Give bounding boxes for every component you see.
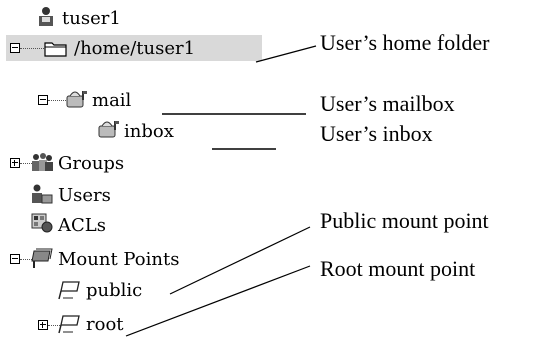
tree-item-label: public bbox=[86, 280, 143, 301]
tree-item-label: tuser1 bbox=[62, 8, 121, 29]
tree-item-label: /home/tuser1 bbox=[74, 38, 196, 59]
users-icon bbox=[32, 184, 53, 204]
tree-connector bbox=[20, 48, 46, 50]
user-icon bbox=[39, 7, 53, 26]
root-mount-leader-line bbox=[125, 265, 311, 337]
tree-item-label: inbox bbox=[124, 121, 174, 142]
groups-icon bbox=[32, 153, 53, 171]
folder-icon bbox=[44, 42, 67, 57]
public-mount-leader-line bbox=[169, 226, 311, 295]
tree-item-label: Mount Points bbox=[58, 249, 180, 270]
expand-toggle-icon[interactable] bbox=[38, 320, 48, 330]
home-folder-leader-line bbox=[255, 45, 317, 63]
mount-points-icon bbox=[31, 248, 53, 268]
mount-point-icon bbox=[58, 281, 80, 300]
callout-root-mount: Root mount point bbox=[320, 256, 476, 281]
callout-inbox: User’s inbox bbox=[320, 121, 433, 146]
mount-point-icon bbox=[58, 315, 80, 334]
tree-item-label: ACLs bbox=[58, 215, 106, 236]
callout-home-folder: User’s home folder bbox=[320, 30, 490, 55]
mailbox-icon bbox=[98, 121, 119, 138]
collapse-toggle-icon[interactable] bbox=[38, 95, 48, 105]
tree-connector bbox=[48, 325, 60, 327]
callout-mailbox: User’s mailbox bbox=[320, 91, 455, 116]
tree-item-label: mail bbox=[92, 90, 132, 111]
tree-item-label: Users bbox=[58, 185, 111, 206]
acl-icon bbox=[31, 213, 53, 233]
tree-connector bbox=[48, 100, 66, 102]
callout-public-mount: Public mount point bbox=[320, 208, 489, 233]
mailbox-icon bbox=[66, 91, 87, 108]
collapse-toggle-icon[interactable] bbox=[10, 43, 20, 53]
tree-connector bbox=[20, 163, 32, 165]
expand-toggle-icon[interactable] bbox=[10, 158, 20, 168]
tree-connector bbox=[20, 259, 32, 261]
tree-item-label: root bbox=[86, 314, 124, 335]
collapse-toggle-icon[interactable] bbox=[10, 254, 20, 264]
tree-item-label: Groups bbox=[58, 153, 125, 174]
